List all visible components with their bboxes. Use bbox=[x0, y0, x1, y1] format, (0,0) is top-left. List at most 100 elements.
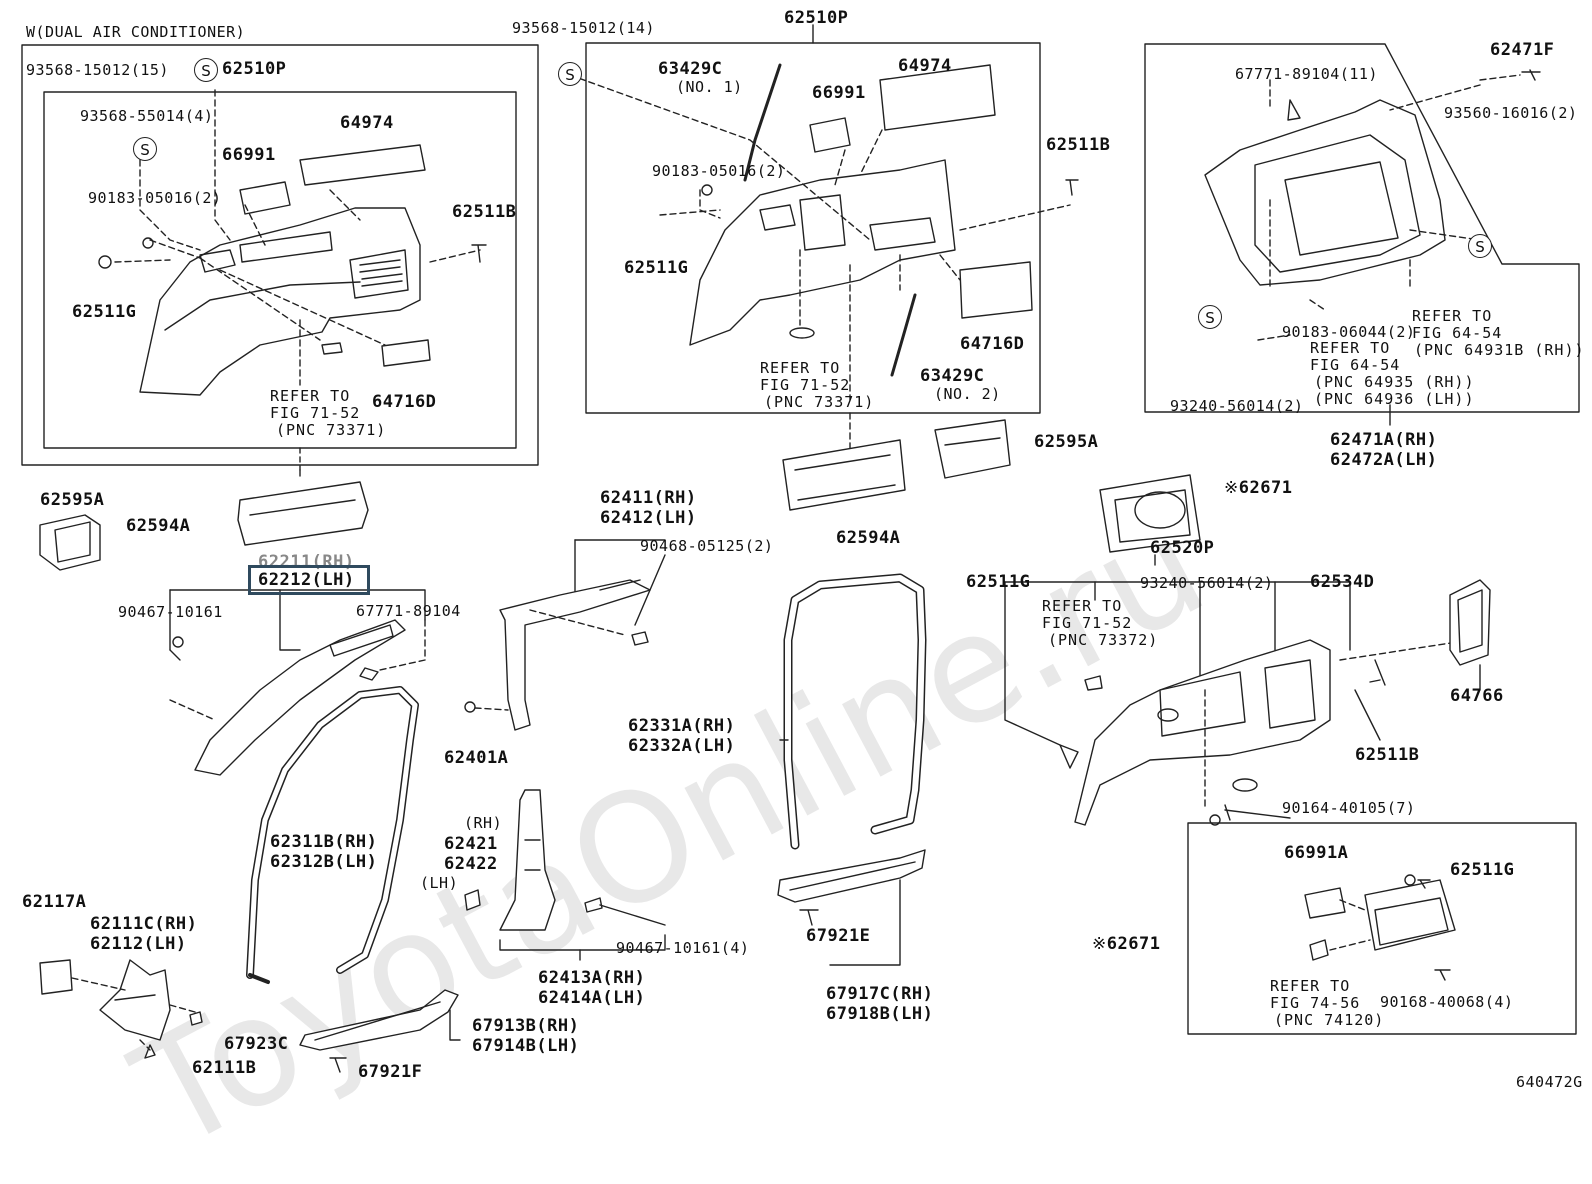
part-label[interactable]: 93240-56014(2) bbox=[1140, 574, 1274, 592]
scuff-plate-front bbox=[299, 989, 461, 1073]
part-label[interactable]: 90467-10161(4) bbox=[616, 939, 750, 957]
part-label[interactable]: 62511G bbox=[966, 572, 1031, 592]
s-mark-icon: S bbox=[133, 137, 157, 161]
part-label[interactable]: 90168-40068(4) bbox=[1380, 993, 1514, 1011]
kome-mark: ※ bbox=[1224, 478, 1239, 498]
part-label[interactable]: 62421 bbox=[444, 834, 498, 854]
scuff-plate-rear bbox=[777, 849, 926, 966]
part-label[interactable]: 67913B(RH) bbox=[472, 1016, 580, 1036]
part-label[interactable]: 62413A(RH) bbox=[538, 968, 646, 988]
refer-note-pnc: (PNC 73371) bbox=[764, 393, 875, 411]
part-label[interactable]: 62595A bbox=[1034, 432, 1099, 452]
part-label[interactable]: 66991A bbox=[1284, 843, 1349, 863]
part-label[interactable]: 62471A(RH) bbox=[1330, 430, 1438, 450]
part-label[interactable]: 64716D bbox=[960, 334, 1025, 354]
part-label[interactable]: 93568-15012(14) bbox=[512, 19, 655, 37]
refer-note: REFER TO FIG 71-52 bbox=[1042, 597, 1133, 632]
part-label[interactable]: 62472A(LH) bbox=[1330, 450, 1438, 470]
right-upper-panel bbox=[1204, 69, 1541, 286]
part-label[interactable]: 62401A bbox=[444, 748, 509, 768]
part-label[interactable]: 62511G bbox=[1450, 860, 1515, 880]
part-label-note: (NO. 1) bbox=[676, 78, 743, 96]
part-label[interactable]: 62520P bbox=[1150, 538, 1215, 558]
part-label[interactable]: 62511B bbox=[1355, 745, 1420, 765]
part-label[interactable]: 62671 bbox=[1238, 478, 1293, 498]
part-label-note: (RH) bbox=[464, 814, 503, 832]
center-leaders bbox=[569, 74, 1071, 451]
part-label[interactable]: 67921E bbox=[806, 926, 871, 946]
part-label[interactable]: 66991 bbox=[222, 145, 276, 165]
part-label[interactable]: 64974 bbox=[340, 113, 394, 133]
part-label[interactable]: 67914B(LH) bbox=[472, 1036, 580, 1056]
part-label[interactable]: 62671 bbox=[1106, 934, 1161, 954]
part-label[interactable]: 62111C(RH) bbox=[90, 914, 198, 934]
part-label[interactable]: 63429C bbox=[658, 59, 723, 79]
vent-parts bbox=[39, 419, 1011, 571]
part-label[interactable]: 62594A bbox=[126, 516, 191, 536]
part-label[interactable]: 64766 bbox=[1450, 686, 1504, 706]
s-mark-icon: S bbox=[1468, 234, 1492, 258]
part-label[interactable]: 63429C bbox=[920, 366, 985, 386]
part-label[interactable]: 62112(LH) bbox=[90, 934, 187, 954]
part-label[interactable]: 62412(LH) bbox=[600, 508, 697, 528]
part-label[interactable]: 62117A bbox=[22, 892, 87, 912]
part-label[interactable]: 66991 bbox=[812, 83, 866, 103]
part-label[interactable]: 67921F bbox=[358, 1062, 423, 1082]
part-label[interactable]: 93240-56014(2) bbox=[1170, 397, 1304, 415]
part-label[interactable]: 67918B(LH) bbox=[826, 1004, 934, 1024]
part-label[interactable]: 62471F bbox=[1490, 40, 1555, 60]
part-label[interactable]: 62414A(LH) bbox=[538, 988, 646, 1008]
part-label[interactable]: 67917C(RH) bbox=[826, 984, 934, 1004]
part-62671-upper bbox=[1099, 474, 1201, 553]
part-label[interactable]: 67771-89104(11) bbox=[1235, 65, 1378, 83]
left-quarter-panel bbox=[139, 144, 431, 396]
part-label[interactable]: 62312B(LH) bbox=[270, 852, 378, 872]
part-label[interactable]: 93568-15012(15) bbox=[26, 61, 169, 79]
left-leaders bbox=[114, 89, 481, 481]
part-label[interactable]: 62331A(RH) bbox=[628, 716, 736, 736]
refer-note-pnc: (PNC 74120) bbox=[1274, 1011, 1385, 1029]
highlighted-part-label[interactable]: 62212(LH) bbox=[258, 570, 355, 590]
part-label[interactable]: 62511B bbox=[1046, 135, 1111, 155]
part-label[interactable]: 62594A bbox=[836, 528, 901, 548]
center-pillar-lower bbox=[464, 789, 666, 961]
part-label[interactable]: 90467-10161 bbox=[118, 603, 223, 621]
left-frame-outer bbox=[21, 44, 539, 466]
part-label[interactable]: 62411(RH) bbox=[600, 488, 697, 508]
part-label[interactable]: 90183-06044(2) bbox=[1282, 323, 1416, 341]
part-label[interactable]: 90183-05016(2) bbox=[652, 162, 786, 180]
part-label[interactable]: 62311B(RH) bbox=[270, 832, 378, 852]
refer-note: REFER TO FIG 64-54 bbox=[1310, 339, 1401, 374]
part-label[interactable]: 90164-40105(7) bbox=[1282, 799, 1416, 817]
kome-mark: ※ bbox=[1092, 934, 1107, 954]
part-label[interactable]: 62595A bbox=[40, 490, 105, 510]
part-label[interactable]: 62511G bbox=[72, 302, 137, 322]
refer-note: REFER TO FIG 71-52 bbox=[270, 387, 361, 422]
part-label[interactable]: 62534D bbox=[1310, 572, 1375, 592]
s-mark-icon: S bbox=[558, 62, 582, 86]
part-label[interactable]: 62511B bbox=[452, 202, 517, 222]
part-label[interactable]: 93560-16016(2) bbox=[1444, 104, 1578, 122]
part-label[interactable]: 62510P bbox=[222, 59, 287, 79]
part-label[interactable]: 67771-89104 bbox=[356, 602, 461, 620]
part-label[interactable]: 62511G bbox=[624, 258, 689, 278]
part-label[interactable]: 62510P bbox=[784, 8, 849, 28]
part-label[interactable]: 90183-05016(2) bbox=[88, 189, 222, 207]
part-label[interactable]: 93568-55014(4) bbox=[80, 107, 214, 125]
parts-diagram: ToyotaOnline.ru bbox=[21, 8, 1584, 1184]
part-label-note: (LH) bbox=[420, 874, 459, 892]
right-top-frame bbox=[1144, 43, 1580, 413]
refer-note-pnc: (PNC 73372) bbox=[1048, 631, 1159, 649]
part-label[interactable]: 62332A(LH) bbox=[628, 736, 736, 756]
part-label[interactable]: 64716D bbox=[372, 392, 437, 412]
part-label[interactable]: 62422 bbox=[444, 854, 498, 874]
part-label[interactable]: 62111B bbox=[192, 1058, 257, 1078]
part-label-note: (NO. 2) bbox=[934, 385, 1001, 403]
refer-note: REFER TO FIG 64-54 bbox=[1412, 307, 1503, 342]
front-pillar-parts bbox=[169, 589, 426, 776]
refer-note-pnc: (PNC 73371) bbox=[276, 421, 387, 439]
refer-note-pnc: (PNC 64935 (RH)) (PNC 64936 (LH)) bbox=[1314, 373, 1475, 408]
part-label[interactable]: 90468-05125(2) bbox=[640, 537, 774, 555]
part-label[interactable]: 64974 bbox=[898, 56, 952, 76]
part-label[interactable]: 67923C bbox=[224, 1034, 289, 1054]
